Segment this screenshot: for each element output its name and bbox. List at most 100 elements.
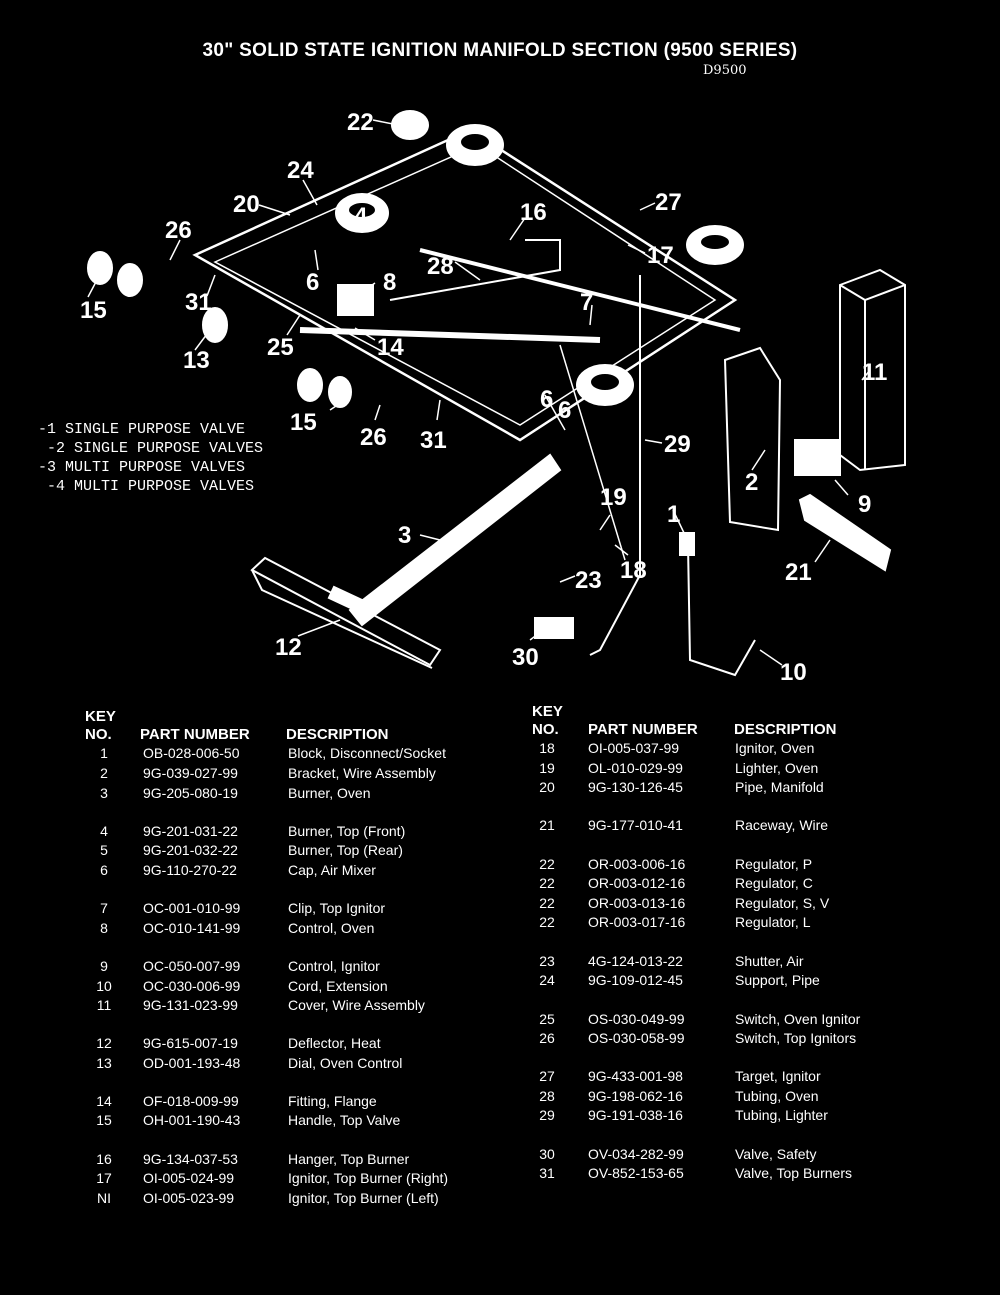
part-number-cell: 9G-177-010-41	[588, 817, 683, 833]
lighter-tubing	[589, 275, 641, 656]
part-number-cell: OC-050-007-99	[143, 958, 241, 974]
callout-12: 12	[275, 634, 302, 661]
part-number-cell: OB-028-006-50	[143, 745, 240, 761]
callout-1: 1	[667, 501, 680, 528]
description-cell: Pipe, Manifold	[735, 779, 824, 795]
key-header-line1: KEY	[85, 708, 116, 725]
callout-13: 13	[183, 347, 210, 374]
callout-21: 21	[785, 559, 812, 586]
part-number-cell: 9G-198-062-16	[588, 1088, 683, 1104]
safety-valve	[534, 617, 574, 639]
oven-burner	[348, 453, 562, 627]
description-cell: Ignitor, Oven	[735, 740, 815, 756]
key-header-line2: NO.	[532, 721, 559, 738]
key-header-line1: KEY	[532, 703, 563, 720]
key-cell: 30	[539, 1146, 555, 1162]
top-burner-front-right	[576, 364, 634, 406]
description-cell: Shutter, Air	[735, 953, 804, 969]
key-header-line2: NO.	[85, 726, 112, 743]
description-cell: Tubing, Oven	[735, 1088, 819, 1104]
key-cell: 22	[539, 895, 555, 911]
callout-19: 19	[600, 484, 627, 511]
key-cell: 16	[96, 1151, 112, 1167]
legend-item: -2 SINGLE PURPOSE VALVES	[38, 440, 264, 457]
description-cell: Control, Oven	[288, 920, 375, 936]
description-cell: Clip, Top Ignitor	[288, 900, 386, 916]
description-cell: Valve, Safety	[735, 1146, 817, 1162]
part-number-cell: 9G-201-032-22	[143, 842, 238, 858]
wire-bracket	[723, 346, 782, 532]
description-header: DESCRIPTION	[286, 726, 389, 743]
description-cell: Ignitor, Top Burner (Right)	[288, 1170, 449, 1186]
key-cell: 14	[96, 1093, 112, 1109]
part-number-cell: OV-852-153-65	[588, 1165, 684, 1181]
valve-legend: -1 SINGLE PURPOSE VALVE -2 SINGLE PURPOS…	[38, 420, 263, 496]
key-cell: 22	[539, 856, 555, 872]
description-cell: Regulator, L	[735, 914, 811, 930]
callout-22: 22	[347, 109, 374, 136]
legend-item: -4 MULTI PURPOSE VALVES	[38, 478, 255, 495]
key-cell: 2	[100, 765, 108, 781]
legend-item: -1 SINGLE PURPOSE VALVE	[38, 421, 246, 438]
part-number-cell: OV-034-282-99	[588, 1146, 684, 1162]
description-cell: Support, Pipe	[735, 972, 820, 988]
key-cell: NI	[97, 1190, 111, 1206]
part-number-cell: 9G-191-038-16	[588, 1107, 683, 1123]
description-cell: Regulator, S, V	[735, 895, 830, 911]
callout-30: 30	[512, 644, 539, 671]
part-number-cell: 9G-039-027-99	[143, 765, 238, 781]
callout-8: 8	[383, 269, 396, 296]
callout-labels: 22 24 20 26 15 31 13 6 8 28 25 14 16 27 …	[80, 109, 887, 686]
part-number-cell: 9G-130-126-45	[588, 779, 683, 795]
callout-15b: 15	[290, 409, 317, 436]
description-cell: Regulator, P	[735, 856, 813, 872]
description-cell: Burner, Top (Rear)	[288, 842, 403, 858]
description-cell: Tubing, Lighter	[735, 1107, 828, 1123]
oven-tubing	[389, 239, 561, 301]
callout-24: 24	[287, 157, 314, 184]
callout-6c: 6	[558, 397, 571, 424]
description-cell: Fitting, Flange	[288, 1093, 377, 1109]
key-cell: 13	[96, 1055, 112, 1071]
part-number-cell: 9G-201-031-22	[143, 823, 238, 839]
key-cell: 12	[96, 1035, 112, 1051]
extension-cord	[687, 544, 756, 677]
valve-handles	[87, 251, 352, 408]
callout-2: 2	[745, 469, 758, 496]
part-number-header: PART NUMBER	[588, 721, 698, 738]
part-number-cell: OR-003-006-16	[588, 856, 686, 872]
key-cell: 31	[539, 1165, 555, 1181]
part-number-cell: OI-005-024-99	[143, 1170, 235, 1186]
key-cell: 27	[539, 1068, 555, 1084]
callout-10: 10	[780, 659, 807, 686]
top-burner-front-left	[335, 193, 389, 233]
description-cell: Regulator, C	[735, 875, 813, 891]
callout-15: 15	[80, 297, 107, 324]
callout-9: 9	[858, 491, 871, 518]
ignitor-control	[794, 439, 841, 476]
callout-18: 18	[620, 557, 647, 584]
key-cell: 1	[100, 745, 108, 761]
part-number-cell: OS-030-058-99	[588, 1030, 685, 1046]
key-cell: 10	[96, 978, 112, 994]
callout-17: 17	[647, 242, 674, 269]
heat-deflector	[250, 556, 442, 669]
description-cell: Valve, Top Burners	[735, 1165, 852, 1181]
description-cell: Switch, Top Ignitors	[735, 1030, 857, 1046]
exploded-parts-diagram: 22 24 20 26 15 31 13 6 8 28 25 14 16 27 …	[80, 109, 906, 686]
callout-28: 28	[427, 253, 454, 280]
callout-6b: 6	[540, 386, 553, 413]
key-cell: 17	[96, 1170, 112, 1186]
part-number-cell: OF-018-009-99	[143, 1093, 239, 1109]
key-cell: 29	[539, 1107, 555, 1123]
key-cell: 3	[100, 785, 108, 801]
part-number-cell: OH-001-190-43	[143, 1112, 241, 1128]
callout-11: 11	[862, 359, 887, 386]
part-number-cell: 9G-433-001-98	[588, 1068, 683, 1084]
key-cell: 5	[100, 842, 108, 858]
part-number-cell: OC-001-010-99	[143, 900, 241, 916]
manifold-frame	[192, 128, 741, 442]
key-cell: 6	[100, 862, 108, 878]
page-title: 30" SOLID STATE IGNITION MANIFOLD SECTIO…	[202, 40, 798, 61]
